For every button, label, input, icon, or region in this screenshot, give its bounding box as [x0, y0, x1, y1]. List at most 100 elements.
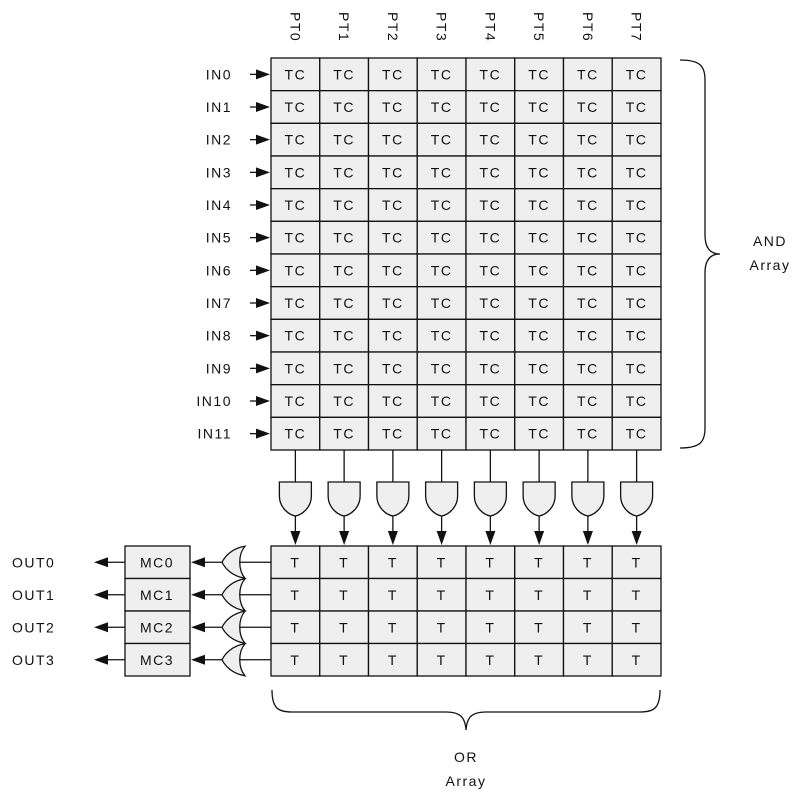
and-cell-label: TC [333, 132, 355, 148]
or-cell-label: T [437, 619, 447, 635]
or-gate-icon [221, 642, 247, 677]
and-cell-label: TC [480, 262, 502, 278]
and-cell-label: TC [333, 393, 355, 409]
or-cell-label: T [534, 554, 544, 570]
and-cell-label: TC [333, 164, 355, 180]
and-cell [270, 122, 321, 157]
or-cell [270, 610, 321, 645]
and-cell-label: TC [285, 132, 307, 148]
and-cell [611, 384, 662, 418]
and-cell-label: TC [382, 99, 404, 115]
and-cell-label: TC [528, 426, 550, 442]
and-cell [562, 90, 613, 124]
and-cell-label: TC [431, 66, 453, 82]
pt-label: PT4 [482, 12, 498, 42]
pt-label: PT6 [580, 12, 596, 42]
or-cell [611, 577, 662, 612]
and-cell-label: TC [480, 328, 502, 344]
and-cell-label: TC [431, 164, 453, 180]
and-cell-label: TC [285, 262, 307, 278]
and-cell [367, 220, 418, 255]
or-cell-label: T [388, 652, 398, 668]
input-label: IN1 [206, 99, 232, 115]
or-cell-label: T [485, 652, 495, 668]
and-cell-label: TC [577, 197, 599, 213]
pt-label: PT2 [385, 12, 401, 42]
output-label: OUT3 [12, 652, 55, 668]
and-cell [514, 90, 565, 124]
output-arrow-icon [94, 557, 108, 568]
and-cell [611, 188, 662, 222]
and-cell-label: TC [382, 328, 404, 344]
and-cell-label: TC [528, 328, 550, 344]
and-cell [562, 351, 613, 386]
or-cell-label: T [388, 619, 398, 635]
and-cell [562, 122, 613, 157]
and-cell-label: TC [285, 164, 307, 180]
and-cell [611, 351, 662, 386]
and-cell-label: TC [285, 66, 307, 82]
down-arrow-icon [631, 531, 642, 545]
input-label: IN5 [206, 230, 232, 246]
or-cell-label: T [632, 619, 642, 635]
and-cell [319, 57, 370, 92]
output-label: OUT0 [12, 554, 55, 570]
down-arrow-icon [339, 531, 350, 545]
pt-label: PT0 [287, 12, 303, 42]
and-cell [562, 220, 613, 255]
or-cell-label: T [534, 587, 544, 603]
and-cell-label: TC [382, 393, 404, 409]
and-cell-label: TC [480, 426, 502, 442]
and-cell-label: TC [626, 132, 648, 148]
and-cell-label: TC [480, 66, 502, 82]
or-cell [465, 577, 516, 612]
down-arrow-icon [436, 531, 447, 545]
and-cell-label: TC [382, 360, 404, 376]
and-cell-label: TC [528, 295, 550, 311]
and-cell-label: TC [285, 295, 307, 311]
and-cell-label: TC [333, 360, 355, 376]
or-cell [562, 610, 613, 645]
and-cell-label: TC [333, 99, 355, 115]
input-arrow-icon [256, 265, 270, 276]
input-label: IN7 [206, 295, 232, 311]
input-label: IN6 [206, 262, 232, 278]
and-cell [465, 318, 516, 353]
and-cell [514, 188, 565, 222]
and-cell [416, 351, 467, 386]
or-cell [416, 577, 467, 612]
and-cell-label: TC [577, 99, 599, 115]
and-cell-label: TC [626, 66, 648, 82]
input-arrow-icon [256, 232, 270, 243]
or-cell [514, 642, 565, 677]
and-cell-label: TC [528, 197, 550, 213]
or-cell-label: T [632, 652, 642, 668]
output-arrow-icon [94, 622, 108, 633]
and-cell [270, 155, 321, 190]
or-cell-label: T [485, 554, 495, 570]
and-cell-label: TC [626, 197, 648, 213]
and-cell [319, 188, 370, 222]
or-cell [514, 610, 565, 645]
input-label: IN3 [206, 164, 232, 180]
output-label: OUT1 [12, 587, 55, 603]
input-arrow-icon [256, 167, 270, 178]
or-cell-label: T [339, 619, 349, 635]
or-cell-label: T [290, 587, 300, 603]
and-cell-label: TC [626, 360, 648, 376]
and-cell-label: TC [528, 164, 550, 180]
left-arrow-icon [191, 622, 205, 633]
and-cell-label: TC [382, 132, 404, 148]
and-cell [367, 416, 418, 451]
and-cell [611, 416, 662, 451]
macrocell-label: MC0 [140, 554, 174, 570]
and-cell [611, 220, 662, 255]
or-cell [465, 545, 516, 580]
and-cell [367, 351, 418, 386]
and-cell-label: TC [431, 295, 453, 311]
and-cell-label: TC [382, 66, 404, 82]
or-cell [319, 642, 370, 677]
input-label: IN8 [206, 328, 232, 344]
and-cell [465, 122, 516, 157]
or-cell-label: T [534, 652, 544, 668]
